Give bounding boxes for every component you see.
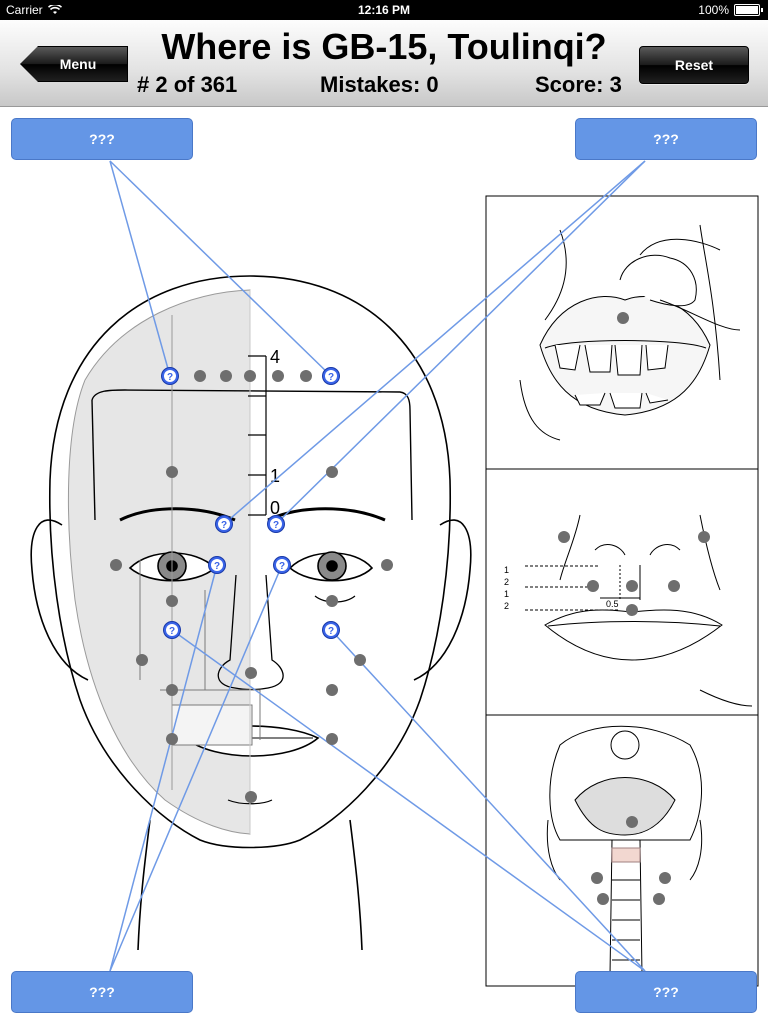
carrier-label: Carrier (6, 3, 43, 17)
question-circle-icon[interactable]: ? (163, 621, 181, 639)
head-illustration (30, 275, 472, 951)
wifi-icon (47, 5, 62, 14)
point-marker (587, 580, 599, 592)
point-marker (166, 684, 178, 696)
svg-text:?: ? (279, 561, 285, 572)
question-circle-icon[interactable]: ? (208, 556, 226, 574)
answer-button-top-left[interactable]: ??? (11, 118, 193, 160)
neck (137, 819, 363, 951)
leader-lines (109, 160, 646, 972)
svg-text:?: ? (214, 561, 220, 572)
status-left: Carrier (6, 3, 62, 17)
acupoint-diagram: 4 1 0 1 2 1 2 (30, 160, 759, 987)
point-marker (166, 595, 178, 607)
point-marker (381, 559, 393, 571)
point-marker (591, 872, 603, 884)
inset-fraction-den-b: 2 (504, 601, 509, 611)
right-eyebrow (267, 507, 386, 522)
svg-text:?: ? (167, 372, 173, 383)
point-marker (558, 531, 570, 543)
point-marker (110, 559, 122, 571)
inset-lip-panel (485, 468, 759, 716)
inset-fraction-den-a: 2 (504, 577, 509, 587)
point-marker (626, 816, 638, 828)
question-progress: # 2 of 361 (137, 72, 238, 97)
inset-fraction-num-a: 1 (504, 565, 509, 575)
point-marker (194, 370, 206, 382)
quiz-header: Menu Where is GB-15, Toulinqi? Reset # 2… (0, 20, 768, 107)
inset-offset-label: 0.5 (606, 599, 619, 609)
point-marker (244, 370, 256, 382)
svg-text:?: ? (328, 626, 334, 637)
ruler-label-top: 4 (270, 347, 280, 367)
point-marker (659, 872, 671, 884)
svg-text:?: ? (328, 372, 334, 383)
point-marker (300, 370, 312, 382)
question-circle-icon[interactable]: ? (161, 367, 179, 385)
point-marker (626, 604, 638, 616)
point-marker (354, 654, 366, 666)
point-marker (245, 791, 257, 803)
head-outline (48, 275, 452, 849)
point-marker (166, 733, 178, 745)
point-marker (245, 667, 257, 679)
right-ear (413, 519, 472, 681)
question-title: Where is GB-15, Toulinqi? (161, 26, 607, 67)
battery-icon (734, 4, 763, 16)
question-circle-icon[interactable]: ? (267, 515, 285, 533)
point-marker (272, 370, 284, 382)
inset-panels (485, 195, 759, 987)
point-marker (626, 580, 638, 592)
mistakes-count: Mistakes: 0 (320, 72, 439, 97)
answer-button-bottom-right[interactable]: ??? (575, 971, 757, 1013)
inset-fraction-num-b: 1 (504, 589, 509, 599)
reset-button[interactable]: Reset (639, 46, 749, 84)
svg-text:?: ? (169, 626, 175, 637)
svg-text:?: ? (221, 520, 227, 531)
question-circle-icon[interactable]: ? (322, 367, 340, 385)
point-markers (110, 312, 710, 905)
point-marker (166, 466, 178, 478)
point-marker (326, 684, 338, 696)
point-marker (220, 370, 232, 382)
ruler-label-bottom: 0 (270, 498, 280, 518)
point-marker (668, 580, 680, 592)
point-marker (136, 654, 148, 666)
point-marker (326, 733, 338, 745)
answer-button-top-right[interactable]: ??? (575, 118, 757, 160)
score-count: Score: 3 (535, 72, 622, 97)
candidate-markers: ? ? ? ? ? ? ? (161, 367, 340, 639)
question-circle-icon[interactable]: ? (273, 556, 291, 574)
question-circle-icon[interactable]: ? (215, 515, 233, 533)
point-marker (326, 595, 338, 607)
clock: 12:16 PM (357, 3, 411, 17)
status-right: 100% (698, 3, 763, 17)
left-ear (30, 519, 89, 681)
point-marker (597, 893, 609, 905)
ruler-label-mid: 1 (270, 466, 280, 486)
battery-percent: 100% (698, 3, 729, 17)
point-marker (326, 466, 338, 478)
question-circle-icon[interactable]: ? (322, 621, 340, 639)
svg-text:?: ? (273, 520, 279, 531)
hairline (91, 389, 413, 521)
point-marker (617, 312, 629, 324)
menu-button[interactable]: Menu (20, 46, 128, 82)
answer-button-bottom-left[interactable]: ??? (11, 971, 193, 1013)
status-bar: Carrier 12:16 PM 100% (0, 0, 768, 20)
point-marker (653, 893, 665, 905)
point-marker (698, 531, 710, 543)
